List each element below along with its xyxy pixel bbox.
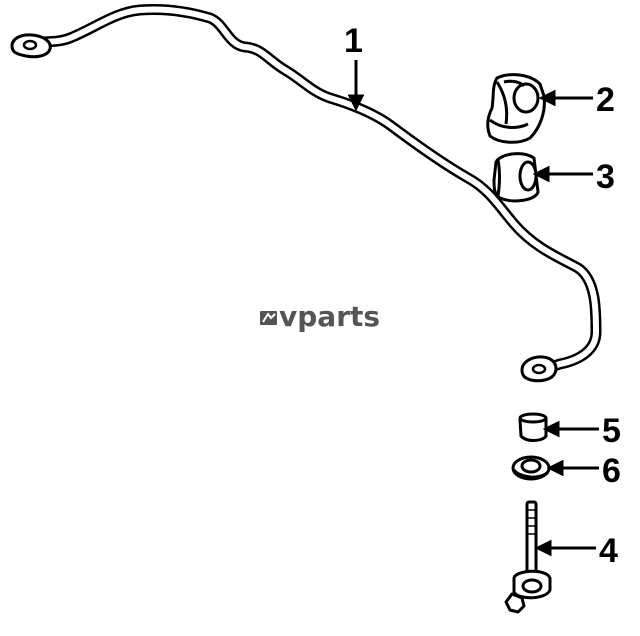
leader-lines	[347, 60, 599, 557]
link-bushing[interactable]	[518, 412, 548, 442]
bushing-bracket[interactable]	[486, 73, 546, 144]
watermark-text: vparts	[279, 300, 380, 333]
stabilizer-bar[interactable]	[10, 4, 602, 383]
callout-4: 4	[599, 532, 618, 570]
callout-6: 6	[602, 452, 621, 490]
watermark: vparts	[260, 300, 380, 333]
callout-numbers: 1 2 3 5 6 4	[344, 22, 621, 570]
callout-3: 3	[596, 158, 615, 196]
callout-2: 2	[596, 81, 615, 119]
callout-5: 5	[602, 412, 621, 450]
link-washer[interactable]	[511, 455, 551, 481]
bushing[interactable]	[492, 152, 540, 203]
watermark-logo-icon	[260, 311, 277, 325]
callout-1: 1	[344, 22, 363, 60]
stabilizer-link[interactable]	[504, 500, 552, 614]
